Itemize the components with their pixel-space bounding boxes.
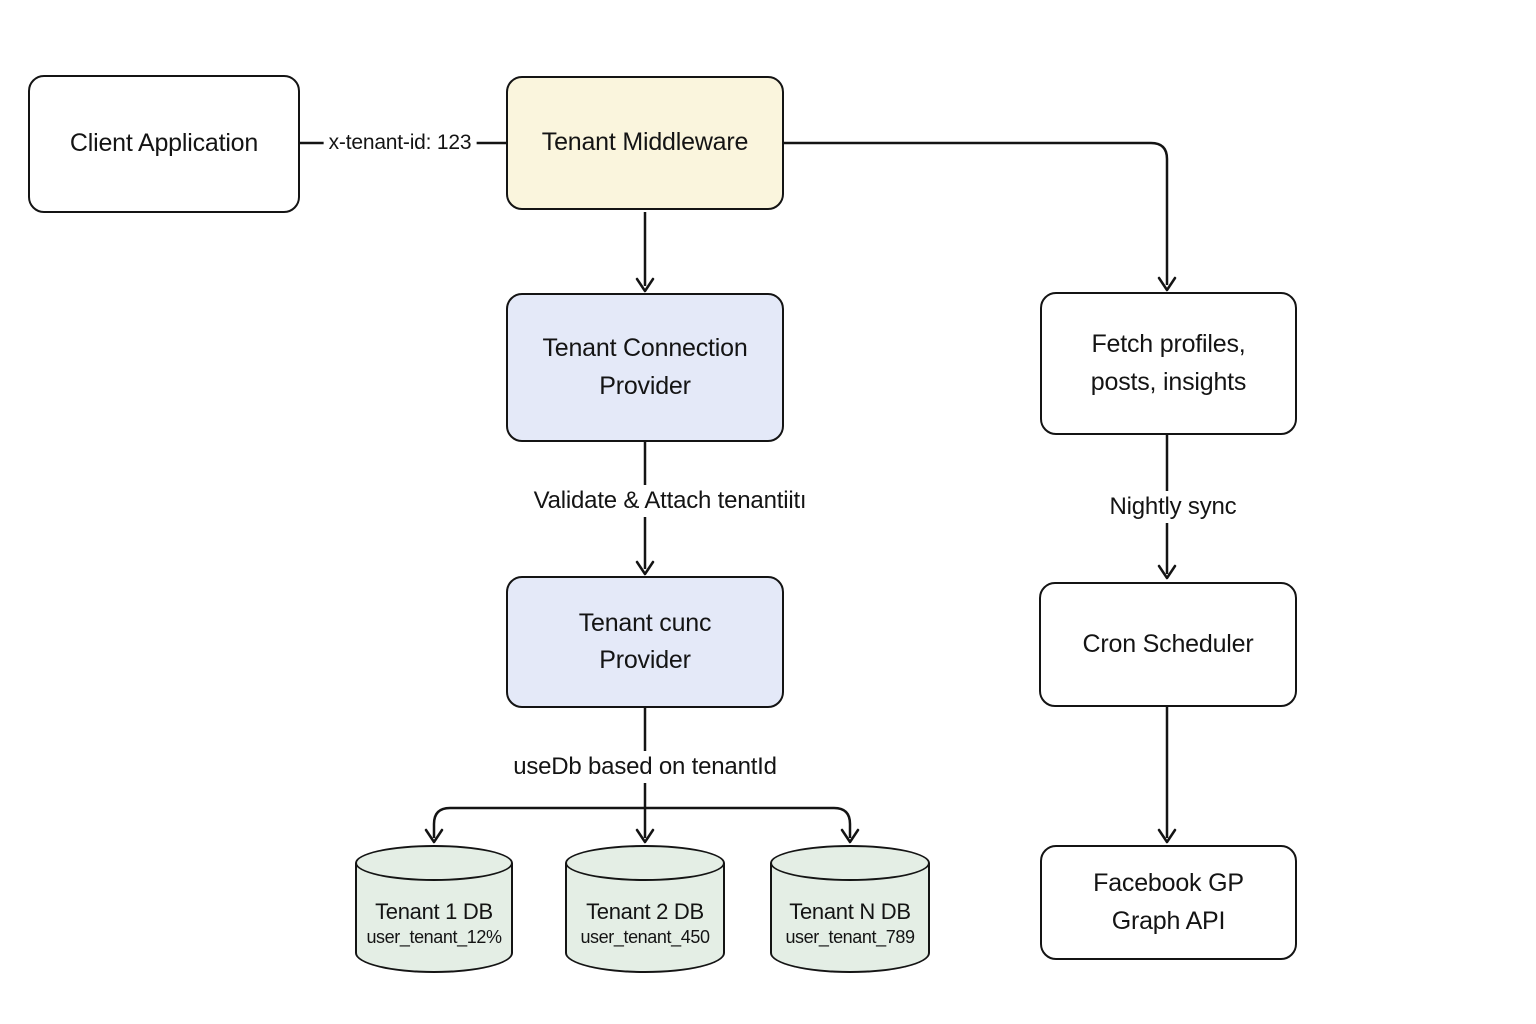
edge-label-usedb: useDb based on tenantId (505, 751, 785, 783)
node-label: Facebook GP Graph API (1093, 869, 1244, 935)
database-tenant-2: Tenant 2 DB user_tenant_450 (565, 845, 725, 973)
edge-label-x-tenant-id: x-tenant-id: 123 (323, 129, 477, 157)
node-tenant-cunc-provider: Tenant cunc Provider (506, 576, 784, 708)
cylinder-top (355, 845, 513, 881)
edge-label-nightly-sync: Nightly sync (1101, 491, 1245, 523)
database-subtitle: user_tenant_789 (785, 926, 915, 947)
edge-cunc-to-db1 (432, 806, 645, 838)
arrowhead-down-icon (424, 828, 444, 844)
node-label: Tenant Connection Provider (542, 334, 748, 400)
arrowhead-down-icon (635, 560, 655, 576)
database-title: Tenant 2 DB (586, 898, 704, 924)
node-cron-scheduler: Cron Scheduler (1039, 582, 1297, 707)
cylinder-body (565, 863, 725, 973)
database-text: Tenant 2 DB user_tenant_450 (565, 881, 725, 965)
edge-cunc-to-db3 (645, 806, 852, 838)
arrowhead-down-icon (635, 277, 655, 293)
cylinder-top (565, 845, 725, 881)
node-label: Tenant cunc Provider (578, 608, 712, 675)
cylinder-body (355, 863, 513, 973)
cylinder-body (770, 863, 930, 973)
node-label: Cron Scheduler (1082, 629, 1254, 658)
arrowhead-down-icon (635, 828, 655, 844)
database-title: Tenant 1 DB (375, 898, 493, 924)
node-client-application: Client Application (28, 75, 300, 213)
node-fetch-profiles: Fetch profiles, posts, insights (1040, 292, 1297, 435)
database-subtitle: user_tenant_12% (366, 926, 502, 947)
database-subtitle: user_tenant_450 (580, 926, 710, 947)
node-facebook-graph-api: Facebook GP Graph API (1040, 845, 1297, 960)
node-tenant-middleware: Tenant Middleware (506, 76, 784, 210)
edge-middleware-to-fetch (783, 141, 1169, 285)
arrowhead-down-icon (1157, 276, 1177, 292)
node-label: Client Application (69, 129, 259, 158)
cylinder-top (770, 845, 930, 881)
node-label: Tenant Middleware (541, 128, 749, 157)
database-text: Tenant N DB user_tenant_789 (770, 881, 930, 965)
node-label: Fetch profiles, posts, insights (1090, 330, 1247, 396)
database-tenant-n: Tenant N DB user_tenant_789 (770, 845, 930, 973)
arrowhead-down-icon (1157, 564, 1177, 580)
edge-label-validate-attach: Validate & Attach tenantiitı (525, 485, 815, 517)
arrowhead-down-icon (840, 828, 860, 844)
arrowhead-down-icon (1157, 828, 1177, 844)
database-tenant-1: Tenant 1 DB user_tenant_12% (355, 845, 513, 973)
database-title: Tenant N DB (789, 898, 911, 924)
database-text: Tenant 1 DB user_tenant_12% (355, 881, 513, 965)
node-tenant-connection-provider: Tenant Connection Provider (506, 293, 784, 442)
